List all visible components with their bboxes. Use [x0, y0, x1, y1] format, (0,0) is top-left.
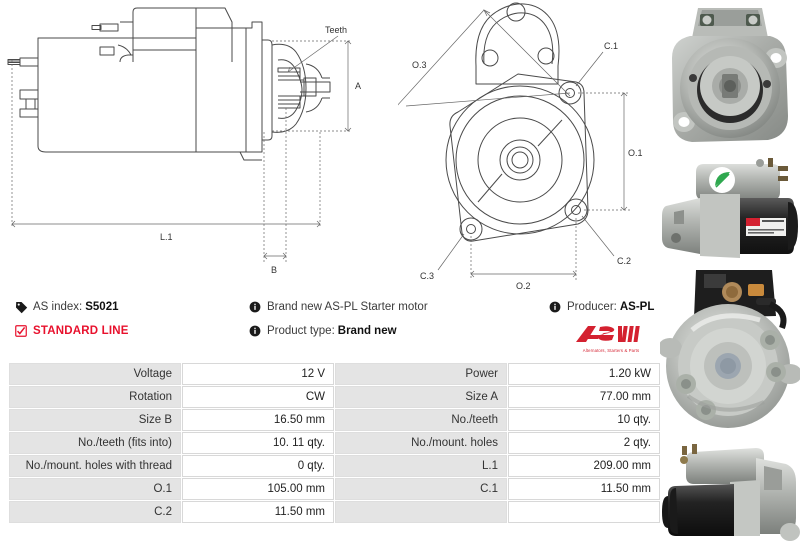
product-type-row: Product type: Brand new	[248, 324, 428, 338]
table-row: C.2 11.50 mm	[9, 501, 660, 523]
producer-row: Producer: AS-PL	[548, 300, 654, 314]
info-icon	[248, 300, 262, 314]
dimension-label-b: B	[271, 265, 277, 275]
brand-new-label: Brand new AS-PL Starter motor	[267, 301, 428, 313]
dimension-label-teeth: Teeth	[325, 25, 347, 35]
product-type-label: Product type:	[267, 325, 335, 337]
dimension-label-c2: C.2	[617, 256, 631, 266]
spec-value: 10. 11 qty.	[182, 432, 334, 454]
spec-label: Voltage	[9, 363, 181, 385]
spec-label: C.2	[9, 501, 181, 523]
dimension-label-o1: O.1	[628, 148, 643, 158]
producer-label: Producer:	[567, 301, 617, 313]
spec-label: L.1	[335, 455, 507, 477]
dimension-label-o3: O.3	[412, 60, 427, 70]
spec-value: 11.50 mm	[508, 478, 660, 500]
as-index-label: AS index:	[33, 301, 83, 313]
product-photo-drive-end-front[interactable]	[660, 0, 800, 150]
product-photo-gallery	[660, 0, 800, 546]
spec-label: C.1	[335, 478, 507, 500]
standard-line-label: STANDARD LINE	[33, 325, 129, 337]
as-index-row: AS index: S5021	[14, 300, 129, 314]
standard-line-badge: STANDARD LINE	[14, 324, 129, 338]
info-column-middle: Brand new AS-PL Starter motor Product ty…	[248, 300, 428, 348]
spec-label: Rotation	[9, 386, 181, 408]
table-row: No./mount. holes with thread 0 qty. L.1 …	[9, 455, 660, 477]
spec-label: No./teeth (fits into)	[9, 432, 181, 454]
tag-icon	[14, 300, 28, 314]
info-column-left: AS index: S5021 STANDARD LINE	[14, 300, 129, 348]
spec-label	[335, 501, 507, 523]
info-icon	[248, 324, 262, 338]
spec-value: 12 V	[182, 363, 334, 385]
table-row: Rotation CW Size A 77.00 mm	[9, 386, 660, 408]
spec-value: 77.00 mm	[508, 386, 660, 408]
info-column-right: Producer: AS-PL Alternators, Starters &	[548, 300, 654, 353]
spec-value: 11.50 mm	[182, 501, 334, 523]
checkbox-checked-icon	[14, 324, 28, 338]
product-photo-side-with-label[interactable]	[660, 150, 800, 268]
dimension-label-c1: C.1	[604, 41, 618, 51]
spec-label: No./teeth	[335, 409, 507, 431]
spec-label: Power	[335, 363, 507, 385]
spec-label: O.1	[9, 478, 181, 500]
aspl-logo-tagline: Alternators, Starters & Parts	[582, 348, 640, 353]
spec-label: No./mount. holes with thread	[9, 455, 181, 477]
spec-value: 209.00 mm	[508, 455, 660, 477]
table-row: O.1 105.00 mm C.1 11.50 mm	[9, 478, 660, 500]
table-row: Size B 16.50 mm No./teeth 10 qty.	[9, 409, 660, 431]
product-info-bar: AS index: S5021 STANDARD LINE	[0, 296, 660, 358]
spec-value: 0 qty.	[182, 455, 334, 477]
table-row: No./teeth (fits into) 10. 11 qty. No./mo…	[9, 432, 660, 454]
dimension-label-c3: C.3	[420, 271, 434, 281]
producer-value: AS-PL	[619, 301, 655, 313]
starter-motor-side-view-drawing: A L.1 B Teeth	[0, 0, 392, 292]
spec-value: 105.00 mm	[182, 478, 334, 500]
starter-motor-flange-view-drawing: O.3 O.1 O.2 C.1 C.2 C.3	[398, 0, 660, 292]
product-type-value: Brand new	[337, 325, 397, 337]
spec-value: 1.20 kW	[508, 363, 660, 385]
spec-value: 2 qty.	[508, 432, 660, 454]
spec-label: Size A	[335, 386, 507, 408]
spec-label: No./mount. holes	[335, 432, 507, 454]
spec-value: CW	[182, 386, 334, 408]
spec-value	[508, 501, 660, 523]
aspl-logo: Alternators, Starters & Parts	[574, 324, 648, 353]
spec-label: Size B	[9, 409, 181, 431]
info-icon	[548, 300, 562, 314]
technical-drawings-area: A L.1 B Teeth	[0, 0, 660, 292]
specification-table: Voltage 12 V Power 1.20 kW Rotation CW S…	[8, 362, 661, 524]
spec-value: 10 qty.	[508, 409, 660, 431]
product-photo-side-angle[interactable]	[660, 436, 800, 546]
dimension-label-a: A	[355, 81, 361, 91]
brand-new-row: Brand new AS-PL Starter motor	[248, 300, 428, 314]
dimension-label-o2: O.2	[516, 281, 531, 291]
dimension-label-l1: L.1	[160, 232, 173, 242]
as-index-value: S5021	[85, 301, 119, 313]
product-photo-solenoid-top[interactable]	[660, 268, 800, 436]
table-row: Voltage 12 V Power 1.20 kW	[9, 363, 660, 385]
spec-value: 16.50 mm	[182, 409, 334, 431]
